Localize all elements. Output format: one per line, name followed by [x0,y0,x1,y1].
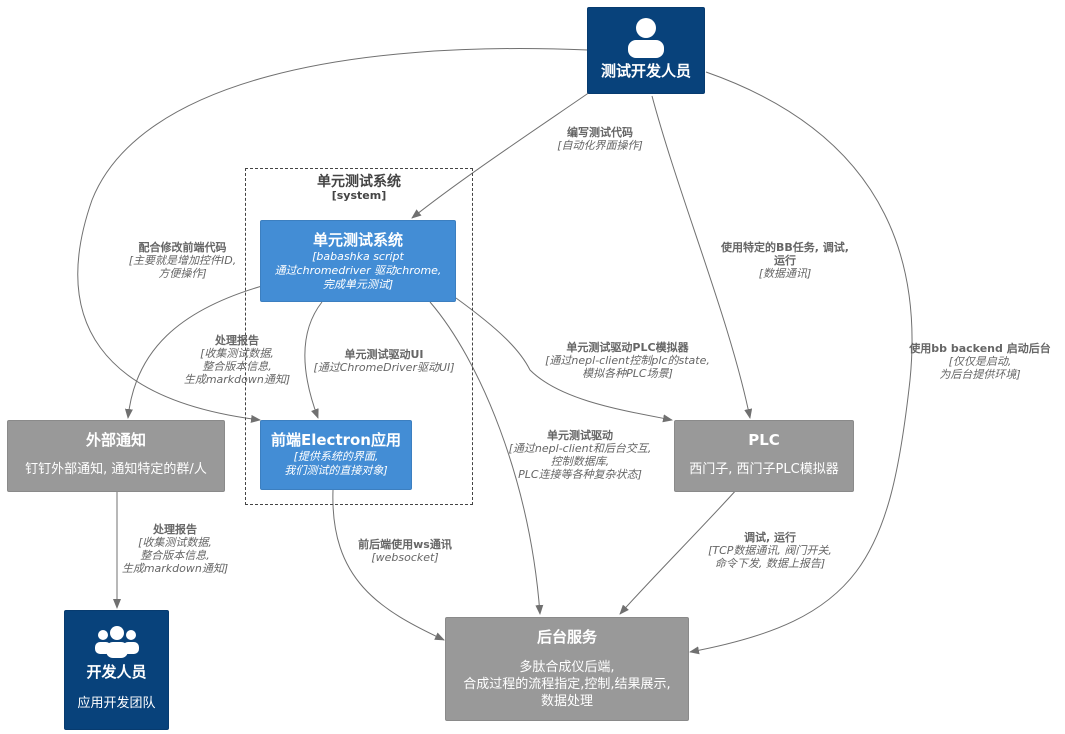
node-desc-2: 合成过程的流程指定,控制,结果展示, [463,677,671,692]
edge-title: 单元测试驱动PLC模拟器 [566,341,689,354]
group-icon [94,626,139,658]
edge-title: 单元测试驱动 [547,429,613,442]
boundary-type: [system] [331,189,387,202]
edge-title: 处理报告 [153,523,197,536]
edge-desc-3: 生成markdown通知] [121,562,229,575]
edge-desc-1: [TCP数据通讯, 阀门开关, [708,544,832,557]
node-desc-3: 数据处理 [540,694,593,709]
node-desc-1: 多肽合成仪后端, [519,660,615,675]
node-title: 前端Electron应用 [270,431,401,449]
edge-desc-1: [通过nepl-client和后台交互, [508,442,652,455]
person-icon [628,18,664,58]
edge-desc: [通过ChromeDriver驱动UI] [313,361,455,374]
edge-desc-3: 生成markdown通知] [183,373,291,386]
node-unit-test-system[interactable]: 单元测试系统 [babashka script 通过chromedriver 驱… [260,220,456,302]
edge-label-report1: 处理报告 [收集测试数据, 整合版本信息, 生成markdown通知] [172,334,302,386]
node-tech-2: 通过chromedriver 驱动chrome, [274,264,442,277]
node-tech-1: [提供系统的界面, [293,450,379,463]
edge-desc: [websocket] [371,551,439,564]
node-frontend-electron[interactable]: 前端Electron应用 [提供系统的界面, 我们测试的直接对象] [260,420,412,490]
edge-label-ws: 前后端使用ws通讯 [websocket] [345,538,465,564]
edge-debug-run [619,487,739,615]
node-desc: 钉钉外部通知, 通知特定的群/人 [25,462,207,477]
edge-desc-2: 为后台提供环境] [939,368,1021,381]
node-plc[interactable]: PLC 西门子, 西门子PLC模拟器 [674,420,854,492]
node-developers[interactable]: 开发人员 应用开发团队 [64,610,169,730]
node-title: 测试开发人员 [600,62,691,80]
edge-desc-1: [收集测试数据, [200,347,274,360]
edge-label-bb-task: 使用特定的BB任务, 调试, 运行 [数据通讯] [710,241,860,280]
node-title: 开发人员 [86,663,147,681]
edge-title: 配合修改前端代码 [138,241,227,254]
edge-title: 处理报告 [215,334,259,347]
edge-desc-1: [主要就是增加控件ID, [128,254,237,267]
edge-title: 调试, 运行 [743,531,796,544]
edge-title-2: 运行 [774,254,796,267]
boundary-title: 单元测试系统 [317,174,401,190]
edge-write-code [411,91,591,219]
edge-desc-1: [仅仅是启动, [948,355,1012,368]
node-backend-service[interactable]: 后台服务 多肽合成仪后端, 合成过程的流程指定,控制,结果展示, 数据处理 [445,617,689,721]
edge-ws [332,489,445,641]
node-tester[interactable]: 测试开发人员 [587,7,705,94]
node-title: PLC [748,431,780,449]
edge-desc: [自动化界面操作] [557,139,643,152]
edge-desc-1: [收集测试数据, [138,536,212,549]
node-external-notify[interactable]: 外部通知 钉钉外部通知, 通知特定的群/人 [7,420,225,492]
edge-desc-2: 整合版本信息, [202,360,272,373]
edge-bb-task [651,95,753,419]
edge-bb-backend [689,71,913,655]
edge-title: 单元测试驱动UI [344,348,424,361]
edge-label-drive-backend: 单元测试驱动 [通过nepl-client和后台交互, 控制数据库, PLC连接… [495,429,665,481]
edge-label-report2: 处理报告 [收集测试数据, 整合版本信息, 生成markdown通知] [110,523,240,575]
edge-title: 前后端使用ws通讯 [358,538,452,551]
edge-desc-1: [通过nepl-client控制plc的state, [545,354,710,367]
edge-desc: [数据通讯] [758,267,812,280]
edge-desc-3: PLC连接等各种复杂状态] [518,468,642,481]
edge-label-modify-frontend: 配合修改前端代码 [主要就是增加控件ID, 方便操作] [110,241,255,280]
edge-title: 使用特定的BB任务, 调试, [721,241,849,254]
node-title: 单元测试系统 [312,231,403,249]
edge-report1 [124,285,263,419]
node-title: 后台服务 [536,628,597,646]
edge-drive-backend [429,301,544,615]
edge-label-debug-run: 调试, 运行 [TCP数据通讯, 阀门开关, 命令下发, 数据上报告] [700,531,840,570]
edge-drive-ui [304,301,323,419]
node-tech-2: 我们测试的直接对象] [284,464,388,477]
node-desc: 西门子, 西门子PLC模拟器 [689,462,839,477]
edge-desc-2: 方便操作] [158,267,207,280]
node-desc: 应用开发团队 [77,696,156,711]
edge-desc-2: 命令下发, 数据上报告] [714,557,826,570]
node-tech-1: [babashka script [312,250,404,263]
edge-modify-frontend [77,48,589,423]
edge-desc-2: 整合版本信息, [140,549,210,562]
system-boundary: 单元测试系统 [system] [245,168,473,505]
edge-desc-2: 控制数据库, [550,455,610,468]
edge-desc-2: 模拟各种PLC场景] [582,367,673,380]
edge-title: 使用bb backend 启动后台 [909,342,1051,355]
edge-drive-plc [455,297,673,423]
edge-title: 编写测试代码 [567,126,633,139]
node-tech-3: 完成单元测试] [322,278,394,291]
edge-label-write-code: 编写测试代码 [自动化界面操作] [540,126,660,152]
edge-label-drive-plc: 单元测试驱动PLC模拟器 [通过nepl-client控制plc的state, … [530,341,725,380]
edge-label-bb-backend: 使用bb backend 启动后台 [仅仅是启动, 为后台提供环境] [900,342,1060,381]
edge-label-drive-ui: 单元测试驱动UI [通过ChromeDriver驱动UI] [305,348,463,374]
node-title: 外部通知 [85,431,146,449]
